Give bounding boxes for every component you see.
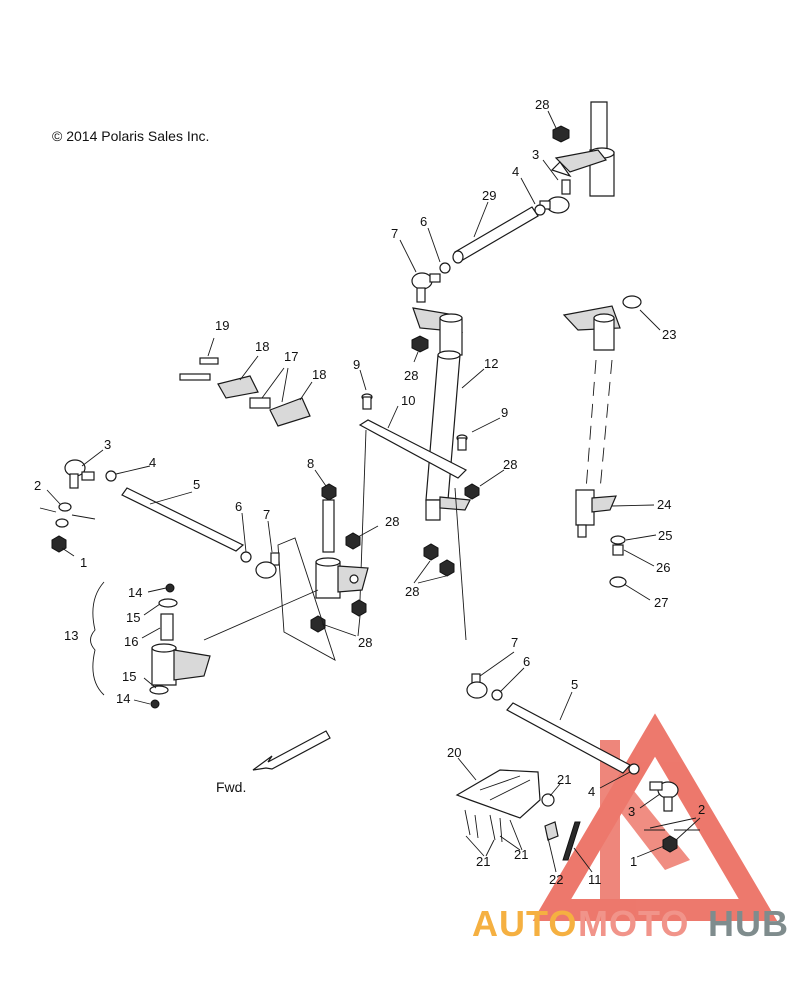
nut-6-top — [439, 262, 451, 274]
callout-12: 12 — [484, 356, 498, 371]
callout-11: 11 — [588, 872, 602, 887]
callout-16: 16 — [124, 634, 138, 649]
watermark-moto: MOTO — [578, 903, 689, 944]
nut-28-d — [439, 559, 455, 577]
boot-2-left-b — [55, 518, 69, 528]
callout-4: 4 — [588, 784, 595, 799]
tie-rod-end-3-top — [539, 179, 571, 214]
nut-28-e — [345, 532, 361, 550]
callout-21: 21 — [476, 854, 490, 869]
callout-28: 28 — [358, 635, 372, 650]
callout-28: 28 — [405, 584, 419, 599]
callout-29: 29 — [482, 188, 496, 203]
callout-28: 28 — [503, 457, 517, 472]
callout-15: 15 — [122, 669, 136, 684]
callout-7: 7 — [511, 635, 518, 650]
tie-rod-5-right — [506, 702, 631, 774]
callout-25: 25 — [658, 528, 672, 543]
callout-leaders — [46, 110, 701, 873]
forward-arrow — [252, 730, 331, 771]
callout-14: 14 — [128, 585, 142, 600]
callout-10: 10 — [401, 393, 415, 408]
forward-label: Fwd. — [216, 779, 246, 795]
callout-7: 7 — [263, 507, 270, 522]
callout-22: 22 — [549, 872, 563, 887]
bolt-9-a — [361, 393, 373, 410]
callout-3: 3 — [104, 437, 111, 452]
callout-20: 20 — [447, 745, 461, 760]
callout-18: 18 — [255, 339, 269, 354]
callout-19: 19 — [215, 318, 229, 333]
nut-28-b — [464, 483, 480, 500]
callout-23: 23 — [662, 327, 676, 342]
watermark-logo — [532, 713, 778, 921]
lower-steering-post — [562, 295, 642, 588]
callout-1: 1 — [80, 555, 87, 570]
callout-21: 21 — [514, 847, 528, 862]
callout-13: 13 — [64, 628, 78, 643]
callout-14: 14 — [116, 691, 130, 706]
tie-rod-end-3-right — [649, 781, 679, 812]
bushing-22 — [544, 821, 559, 841]
callout-6: 6 — [420, 214, 427, 229]
callout-6: 6 — [235, 499, 242, 514]
tie-rod-end-7-right — [466, 673, 488, 699]
idler-arm-8 — [315, 483, 369, 599]
callout-21: 21 — [557, 772, 571, 787]
callout-4: 4 — [149, 455, 156, 470]
strap-11 — [562, 821, 581, 861]
callout-2: 2 — [34, 478, 41, 493]
callout-28: 28 — [385, 514, 399, 529]
nut-28-c — [423, 543, 439, 561]
nut-6-left — [240, 551, 252, 563]
copyright-text: © 2014 Polaris Sales Inc. — [52, 128, 209, 144]
callout-7: 7 — [391, 226, 398, 241]
tie-rod-end-7-left — [255, 552, 280, 579]
boot-2-left-a — [58, 502, 72, 512]
watermark-text: AUTO MOTO HUB — [472, 903, 789, 944]
bolt-9-b — [456, 434, 468, 451]
nut-4-left — [105, 470, 117, 482]
nut-4-right — [628, 763, 640, 775]
callout-28: 28 — [404, 368, 418, 383]
nut-1-right — [662, 835, 678, 853]
tie-rod-end-3-left — [64, 459, 95, 489]
watermark-auto: AUTO — [472, 903, 577, 944]
nut-4-top — [534, 204, 546, 216]
nut-28-a — [411, 335, 429, 353]
upper-steering-post — [550, 101, 615, 197]
callout-1: 1 — [630, 854, 637, 869]
nut-28-top — [552, 125, 570, 143]
callout-27: 27 — [654, 595, 668, 610]
callout-8: 8 — [307, 456, 314, 471]
callout-28: 28 — [535, 97, 549, 112]
watermark-hub: HUB — [708, 903, 789, 944]
callout-9: 9 — [501, 405, 508, 420]
nut-6-right — [491, 689, 503, 701]
callout-24: 24 — [657, 497, 671, 512]
callout-9: 9 — [353, 357, 360, 372]
tie-rod-5-left — [121, 487, 245, 552]
callout-6: 6 — [523, 654, 530, 669]
callout-2: 2 — [698, 802, 705, 817]
callout-3: 3 — [628, 804, 635, 819]
tie-rod-end-7-top — [411, 272, 441, 303]
callout-5: 5 — [571, 677, 578, 692]
callout-4: 4 — [512, 164, 519, 179]
callout-labels: 28 3 4 29 7 6 23 19 18 17 18 28 9 12 10 … — [34, 97, 705, 887]
callout-18: 18 — [312, 367, 326, 382]
guard-20 — [455, 769, 555, 843]
nut-28-f — [351, 599, 367, 617]
pivot-assembly-13 — [149, 583, 211, 709]
tie-rod-29 — [452, 206, 539, 264]
tie-rod-bracket-18-17-19 — [179, 357, 311, 427]
callout-15: 15 — [126, 610, 140, 625]
callout-17: 17 — [284, 349, 298, 364]
callout-26: 26 — [656, 560, 670, 575]
callout-3: 3 — [532, 147, 539, 162]
pitman-link-10 — [358, 419, 468, 479]
callout-5: 5 — [193, 477, 200, 492]
